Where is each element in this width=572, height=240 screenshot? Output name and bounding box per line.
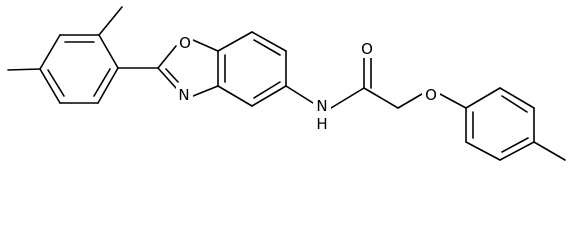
bond-methyl-left	[7, 68, 41, 71]
atom-o-ether-bg	[422, 86, 440, 104]
structure-canvas: O N N H O O	[7, 6, 566, 161]
atom-o-carbonyl-label: O	[361, 40, 373, 58]
bond-ring-c-dbl-3	[501, 95, 528, 113]
bond-ring-a-1	[98, 34, 119, 69]
bond-ring-b-2	[217, 31, 253, 52]
bond-ch2-oether	[397, 93, 423, 109]
bond-ring-a-5	[39, 34, 61, 70]
bond-oxazole-c2-n-dbl	[165, 68, 179, 83]
bond-oether-aryl	[439, 93, 467, 109]
bond-oxazole-o-c7a	[192, 39, 219, 52]
bond-ring-b-5	[251, 85, 287, 107]
atom-h-amide: H	[313, 115, 331, 134]
atom-n-amide-label: N	[316, 97, 327, 115]
bond-ring-a-4	[39, 68, 61, 104]
bond-ring-a-dbl-3	[47, 69, 65, 97]
bond-ring-a-2	[97, 67, 119, 104]
atom-o-ether: O	[422, 86, 440, 104]
bond-oxazole-c2-n	[157, 67, 177, 89]
atom-o-oxazole-bg	[177, 34, 193, 52]
bond-methyl-tolyl	[533, 141, 566, 161]
atom-h-amide-bg	[313, 116, 331, 134]
bond-methyl-top	[98, 6, 123, 36]
atom-n-amide-bg	[313, 98, 331, 116]
atom-o-carbonyl-bg	[359, 40, 376, 58]
atom-labels: O N N H O O	[176, 34, 440, 134]
atom-o-ether-label: O	[425, 86, 437, 104]
bond-ring-c-dbl-2	[501, 137, 529, 153]
bond-lines	[7, 6, 566, 161]
bond-ring-a-dbl-2	[93, 68, 111, 97]
bond-ring-c-2	[465, 141, 501, 161]
atom-o-carbonyl: O	[359, 40, 376, 58]
bond-aryl-nh	[285, 85, 314, 104]
atom-o-oxazole: O	[177, 34, 193, 52]
bond-ring-c-6	[465, 87, 501, 109]
atom-n-oxazole-label: N	[178, 86, 189, 104]
atom-n-oxazole-bg	[176, 86, 193, 104]
atom-n-oxazole: N	[176, 86, 193, 104]
molecule-diagram: O N N H O O	[7, 6, 566, 161]
bond-oxazole-c2-o	[157, 45, 177, 69]
atom-o-oxazole-label: O	[179, 34, 191, 52]
bond-ring-c-3	[499, 141, 535, 161]
bond-ring-b-3	[251, 31, 287, 52]
bond-ring-b-dbl-2	[253, 39, 281, 56]
bond-ring-b-dbl-3	[253, 81, 281, 99]
atom-n-amide: N	[313, 97, 331, 116]
bond-carbonyl-ch2	[363, 87, 399, 109]
bond-ring-b-6	[217, 85, 253, 107]
atom-h-amide-label: H	[316, 115, 327, 133]
bond-oxazole-n-c3a	[192, 85, 219, 97]
bond-nh-carbonyl	[330, 87, 365, 109]
bond-ring-c-5	[499, 87, 535, 109]
